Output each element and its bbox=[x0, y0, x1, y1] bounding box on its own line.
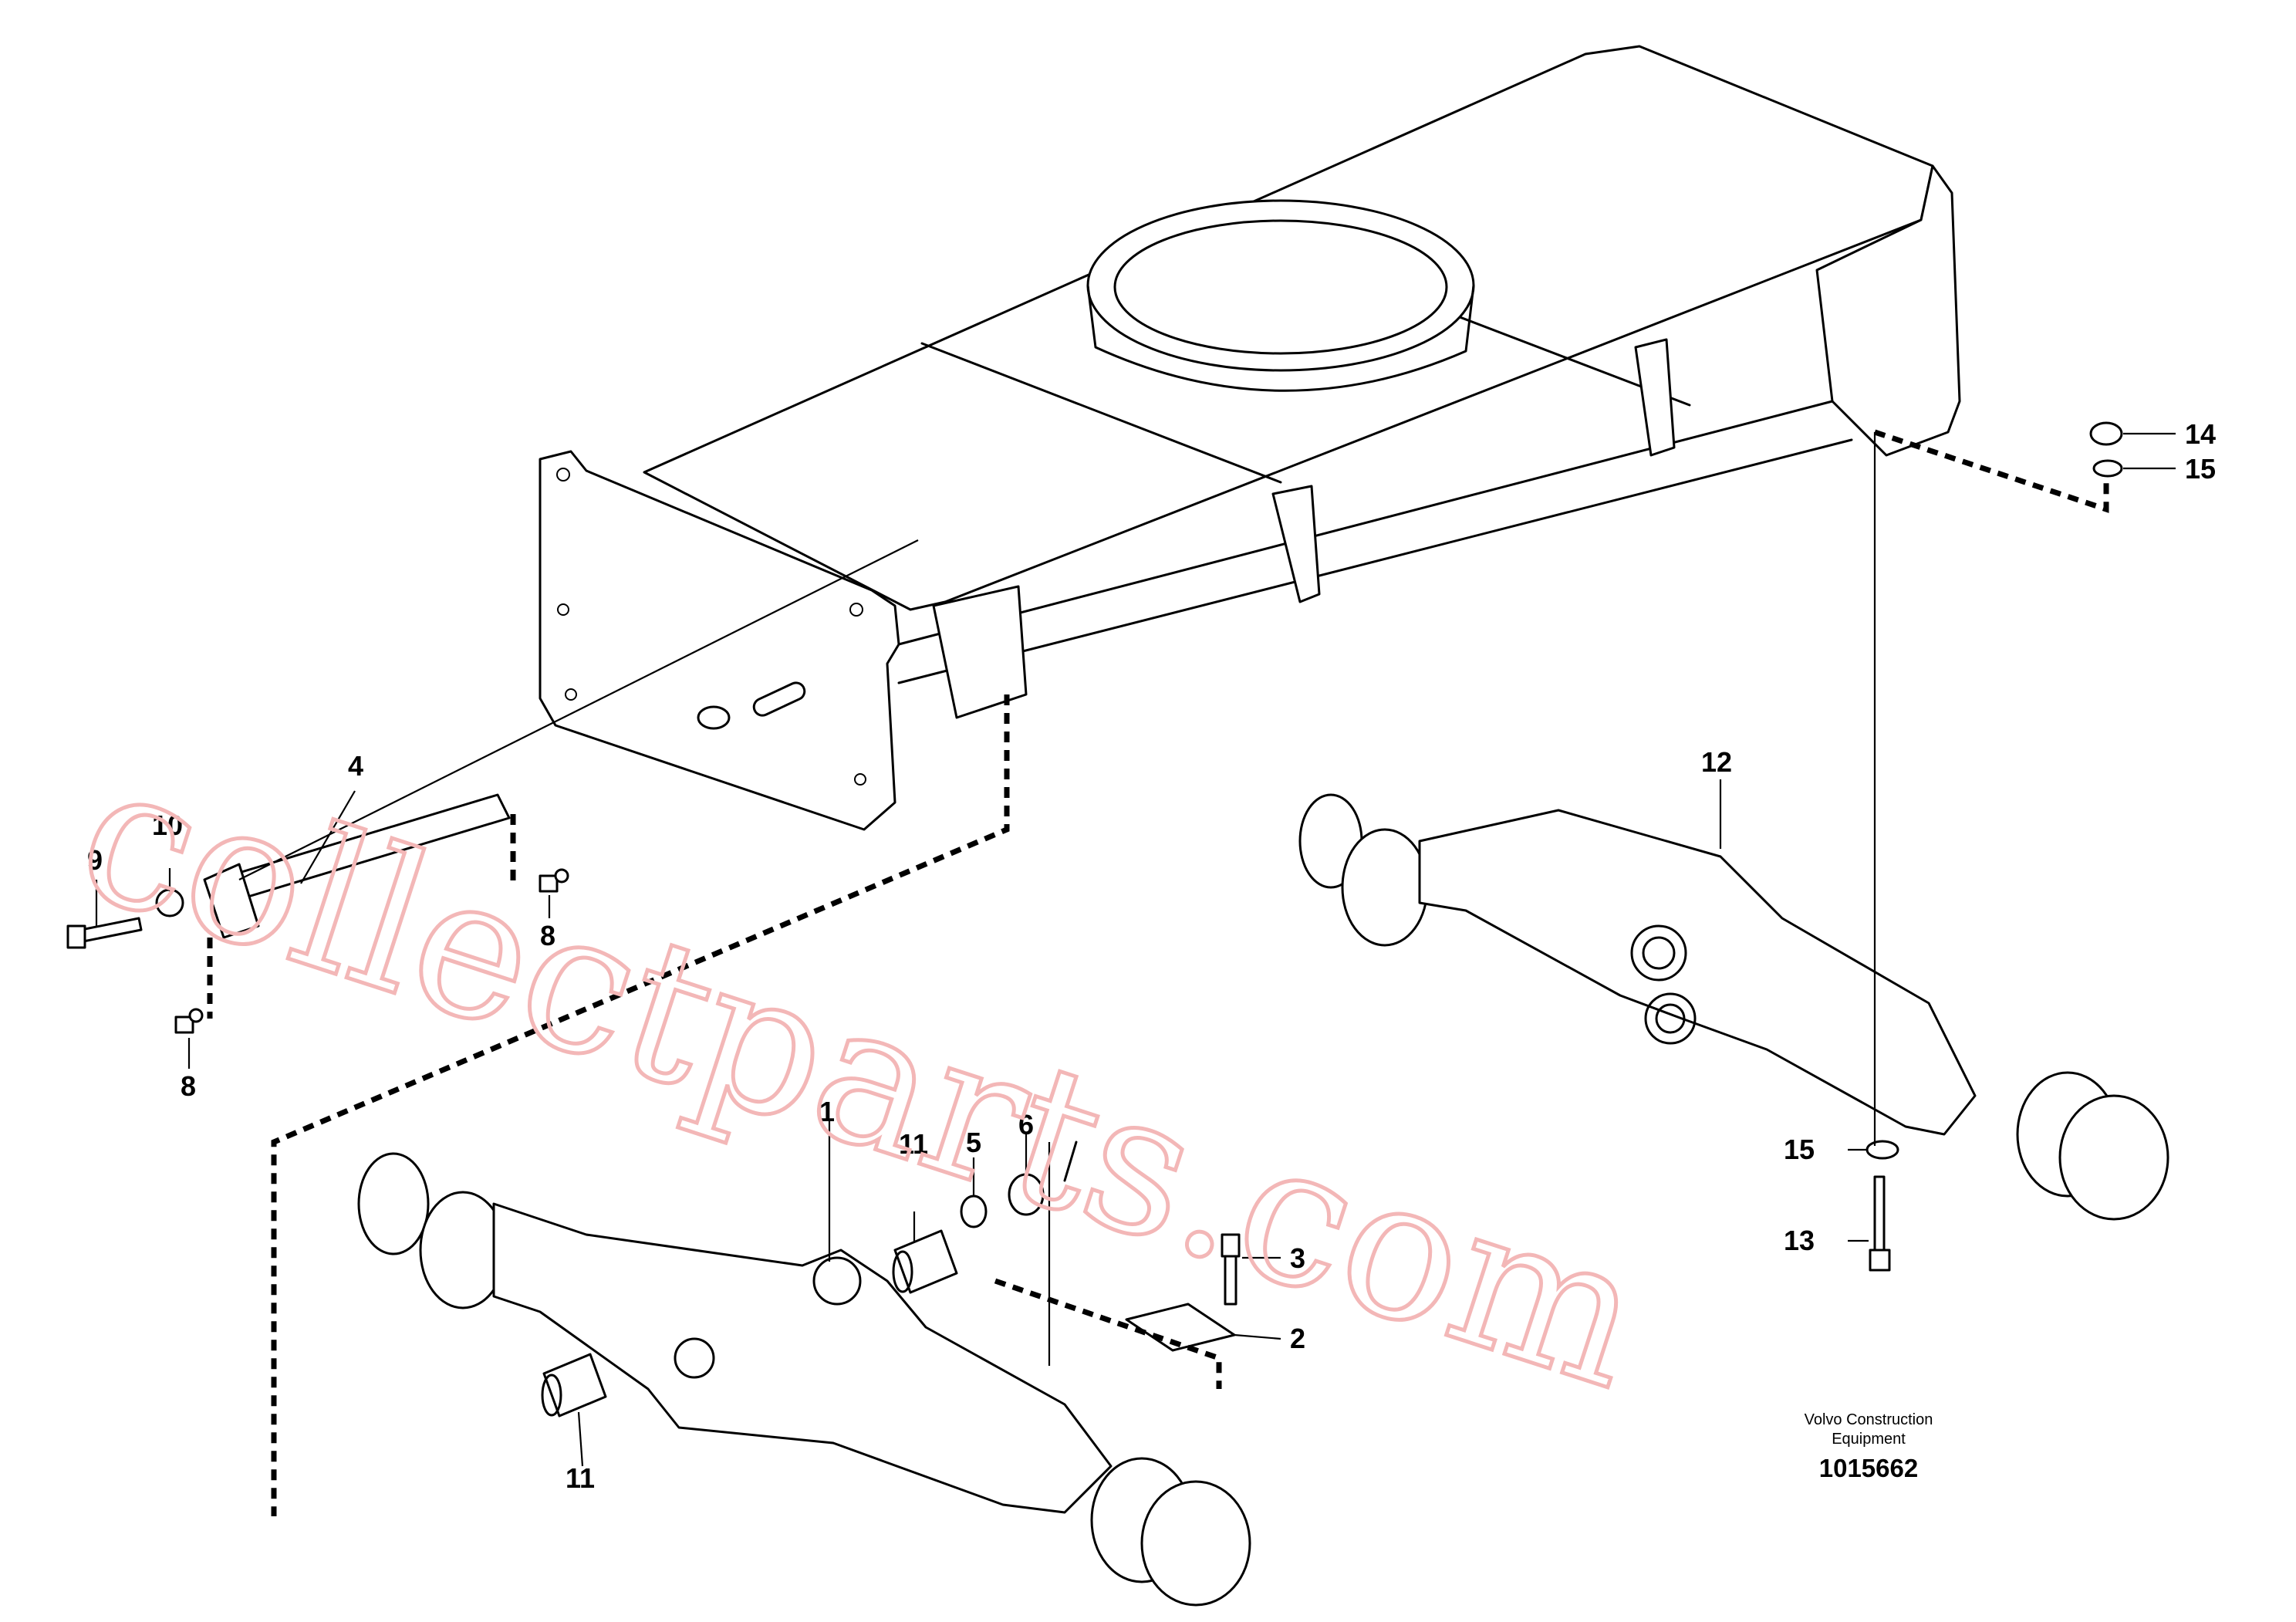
part-label-15-upper: 15 bbox=[2185, 453, 2216, 485]
caption-code: 1015662 bbox=[1819, 1454, 1918, 1482]
part-label-10: 10 bbox=[152, 809, 183, 841]
washer-15-lower bbox=[1866, 1140, 1899, 1160]
pin-4 bbox=[203, 793, 511, 939]
washer-15-upper bbox=[2092, 459, 2123, 478]
bolt-13 bbox=[1869, 1175, 1891, 1272]
main-frame bbox=[539, 45, 1961, 831]
part-label-1: 1 bbox=[819, 1096, 835, 1127]
part-label-11-upper: 11 bbox=[899, 1128, 928, 1160]
part-label-11-lower: 11 bbox=[566, 1462, 595, 1494]
cotter-pin-7 bbox=[1063, 1140, 1078, 1182]
part-label-3: 3 bbox=[1290, 1242, 1305, 1274]
leader-lines bbox=[95, 432, 2176, 1467]
part-label-9: 9 bbox=[87, 844, 103, 876]
part-label-4: 4 bbox=[348, 750, 363, 782]
nut-14 bbox=[2089, 421, 2123, 446]
grease-nipple-8-upper bbox=[539, 868, 569, 893]
grease-nipple-8-lower bbox=[174, 1008, 204, 1034]
caption-line-2: Equipment bbox=[1832, 1431, 1906, 1448]
part-label-5: 5 bbox=[966, 1127, 981, 1158]
part-label-8-upper: 8 bbox=[540, 920, 555, 951]
part-label-8-lower: 8 bbox=[181, 1070, 196, 1102]
part-label-15-lower: 15 bbox=[1784, 1134, 1815, 1165]
bolt-3 bbox=[1221, 1233, 1241, 1306]
bolt-9 bbox=[66, 917, 143, 949]
part-labels: 1 2 3 4 5 6 8 8 9 10 11 11 12 13 14 15 1… bbox=[87, 418, 2216, 1494]
assembly-lines bbox=[207, 429, 2109, 1516]
part-label-14: 14 bbox=[2185, 418, 2216, 450]
bushing-11-lower bbox=[541, 1353, 607, 1418]
bushing-11-upper bbox=[892, 1229, 958, 1294]
caption-block: Volvo Construction Equipment 1015662 bbox=[1805, 1411, 1933, 1482]
caption-line-1: Volvo Construction bbox=[1805, 1411, 1933, 1428]
part-label-12: 12 bbox=[1701, 746, 1732, 778]
part-label-6: 6 bbox=[1018, 1109, 1034, 1140]
axle-1 bbox=[357, 1152, 1251, 1607]
part-label-13: 13 bbox=[1784, 1225, 1815, 1256]
part-label-2: 2 bbox=[1290, 1323, 1305, 1354]
axle-12 bbox=[1298, 793, 2169, 1221]
